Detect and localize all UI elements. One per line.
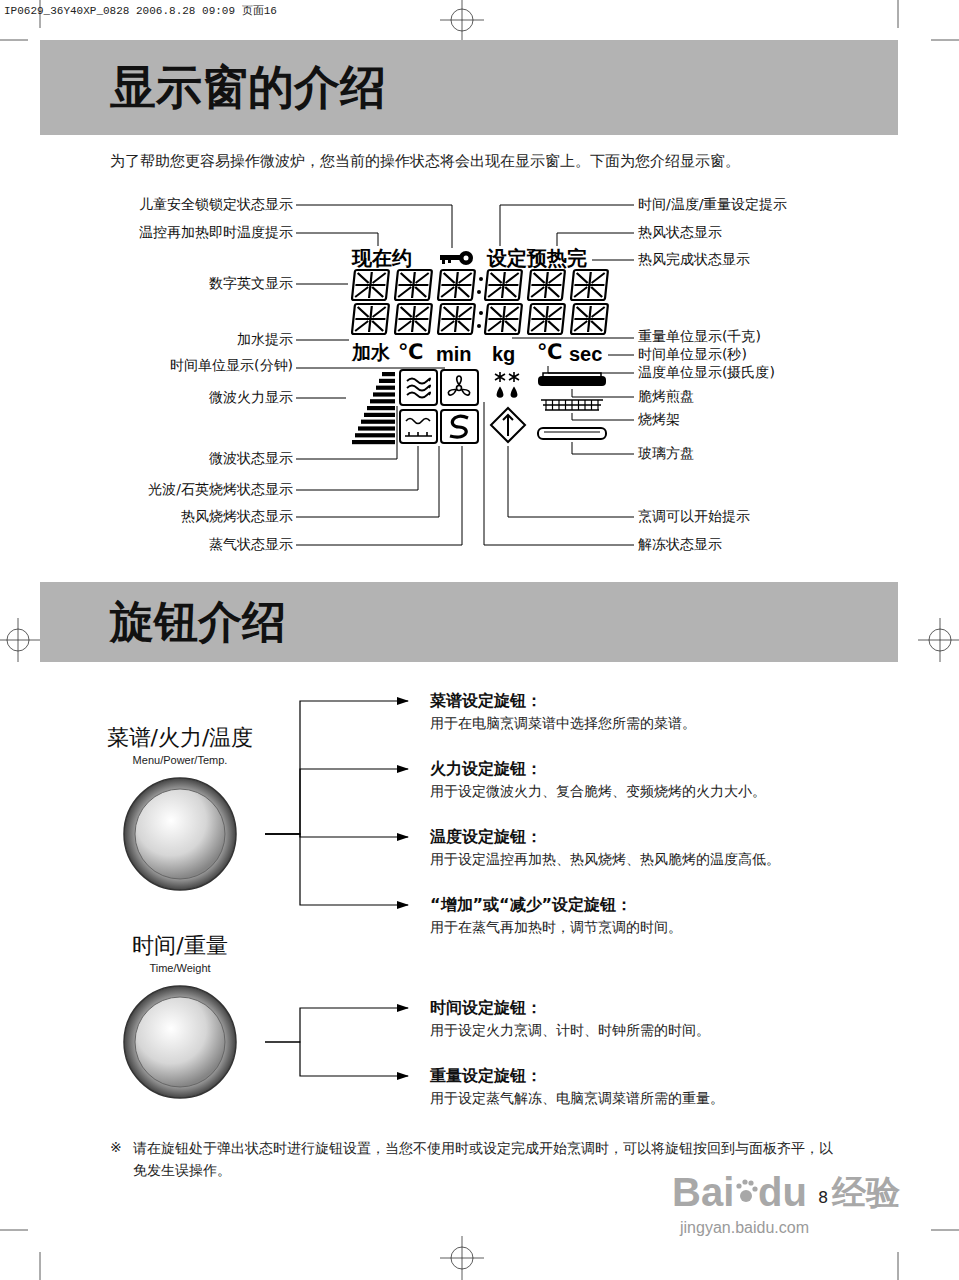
callout-label: 热风状态显示 xyxy=(638,224,722,242)
grill-icon xyxy=(405,419,432,437)
watermark: du xyxy=(758,1167,807,1217)
knob-function: 温度设定旋钮：用于设定温控再加热、热风烧烤、热风脆烤的温度高低。 xyxy=(430,826,900,870)
knob: 菜谱/火力/温度Menu/Power/Temp. xyxy=(95,724,265,894)
microwave-box xyxy=(400,370,437,405)
callout-label: 时间单位显示(秒) xyxy=(638,346,747,364)
callout-label: 微波火力显示 xyxy=(209,389,293,407)
microwave-waves xyxy=(407,379,430,398)
steam-box xyxy=(441,410,478,443)
callout-label: 时间单位显示(分钟) xyxy=(170,357,293,375)
callout-label: 脆烤煎盘 xyxy=(638,388,694,406)
knob-function: 重量设定旋钮：用于设定蒸气解冻、电脑烹调菜谱所需的重量。 xyxy=(430,1065,900,1109)
callout-label: 热风烧烤状态显示 xyxy=(181,508,293,526)
knob-arrow xyxy=(265,1008,408,1042)
watermark-paw xyxy=(736,1179,757,1202)
function-text: 用于设定微波火力、复合脆烤、变频烧烤的火力大小。 xyxy=(430,780,900,802)
function-text: 用于设定蒸气解冻、电脑烹调菜谱所需的重量。 xyxy=(430,1087,900,1109)
function-text: 用于设定温控再加热、热风烧烤、热风脆烤的温度高低。 xyxy=(430,848,900,870)
knob-subtitle: Time/Weight xyxy=(95,960,265,976)
footnote: ※ xyxy=(110,1139,122,1157)
power-bar xyxy=(352,372,395,444)
callout-label: 蒸气状态显示 xyxy=(209,536,293,554)
title-band: 显示窗的介绍 xyxy=(40,40,898,135)
fan-box xyxy=(441,370,478,405)
function-heading: 重量设定旋钮： xyxy=(430,1065,900,1087)
intro-text: 为了帮助您更容易操作微波炉，您当前的操作状态将会出现在显示窗上。下面为您介绍显示… xyxy=(110,152,740,171)
knob-arrow xyxy=(265,834,408,905)
knob: 时间/重量Time/Weight xyxy=(95,932,265,1102)
function-heading: 菜谱设定旋钮： xyxy=(430,690,900,712)
knob-dial xyxy=(120,982,240,1102)
grill-box xyxy=(400,410,437,443)
lcd-icons xyxy=(352,251,608,444)
lcd-text: sec xyxy=(569,342,602,367)
segment-digits xyxy=(352,270,608,334)
callout-label: 解冻状态显示 xyxy=(638,536,722,554)
lcd-text: 现在约 xyxy=(352,246,412,271)
fan-icon xyxy=(447,376,470,396)
knob-arrow xyxy=(265,769,408,834)
knob-arrow xyxy=(265,1042,408,1076)
key-icon xyxy=(440,251,473,265)
watermark: 经验 xyxy=(832,1171,900,1214)
callout-label: 温控再加热即时温度提示 xyxy=(139,224,293,242)
callout-label: 烹调可以开始提示 xyxy=(638,508,750,526)
callout-label: 玻璃方盘 xyxy=(638,445,694,463)
start-diamond xyxy=(491,408,525,442)
callout-label: 数字英文显示 xyxy=(209,275,293,293)
title-band: 旋钮介绍 xyxy=(40,582,898,662)
callout-label: 加水提示 xyxy=(237,331,293,349)
knob-title: 菜谱/火力/温度 xyxy=(95,724,265,752)
knob-title: 时间/重量 xyxy=(95,932,265,960)
print-header: IP0629_36Y40XP_0828 2006.8.28 09:09 页面16 xyxy=(4,5,277,19)
callout-label: 时间/温度/重量设定提示 xyxy=(638,196,787,214)
knob-function: 时间设定旋钮：用于设定火力烹调、计时、时钟所需的时间。 xyxy=(430,997,900,1041)
defrost-icon xyxy=(495,372,519,397)
callout-label: 温度单位显示(摄氏度) xyxy=(638,364,775,382)
lcd-text: ℃ xyxy=(537,339,562,365)
function-heading: 时间设定旋钮： xyxy=(430,997,900,1019)
section-title: 旋钮介绍 xyxy=(110,596,286,649)
function-text: 用于在蒸气再加热时，调节烹调的时间。 xyxy=(430,916,900,938)
watermark: Bai xyxy=(672,1167,734,1217)
knob-arrow xyxy=(265,701,408,834)
section-title: 显示窗的介绍 xyxy=(110,60,386,115)
page-number: 8 xyxy=(818,1188,828,1208)
lcd-text: 设定预热完 xyxy=(487,246,587,271)
function-heading: “增加”或“减少”设定旋钮： xyxy=(430,894,900,916)
knob-function: 火力设定旋钮：用于设定微波火力、复合脆烤、变频烧烤的火力大小。 xyxy=(430,758,900,802)
function-text: 用于设定火力烹调、计时、时钟所需的时间。 xyxy=(430,1019,900,1041)
callout-label: 光波/石英烧烤状态显示 xyxy=(148,481,293,499)
knob-function: 菜谱设定旋钮：用于在电脑烹调菜谱中选择您所需的菜谱。 xyxy=(430,690,900,734)
function-text: 用于在电脑烹调菜谱中选择您所需的菜谱。 xyxy=(430,712,900,734)
watermark: jingyan.baidu.com xyxy=(680,1218,809,1238)
tray-icons xyxy=(538,373,606,439)
callout-label: 微波状态显示 xyxy=(209,450,293,468)
callout-label: 烧烤架 xyxy=(638,411,680,429)
steam-icon xyxy=(450,416,468,437)
lcd-text: min xyxy=(436,342,472,367)
callout-label: 热风完成状态显示 xyxy=(638,251,750,269)
lcd-text: ℃ xyxy=(398,339,423,365)
knob-dial xyxy=(120,774,240,894)
lcd-text: kg xyxy=(492,342,515,367)
callout-label: 重量单位显示(千克) xyxy=(638,328,761,346)
leader-lines xyxy=(296,205,634,545)
knob-function: “增加”或“减少”设定旋钮：用于在蒸气再加热时，调节烹调的时间。 xyxy=(430,894,900,938)
function-heading: 温度设定旋钮： xyxy=(430,826,900,848)
lcd-text: 加水 xyxy=(352,341,390,365)
knob-subtitle: Menu/Power/Temp. xyxy=(95,752,265,768)
function-heading: 火力设定旋钮： xyxy=(430,758,900,780)
callout-label: 儿童安全锁锁定状态显示 xyxy=(139,196,293,214)
